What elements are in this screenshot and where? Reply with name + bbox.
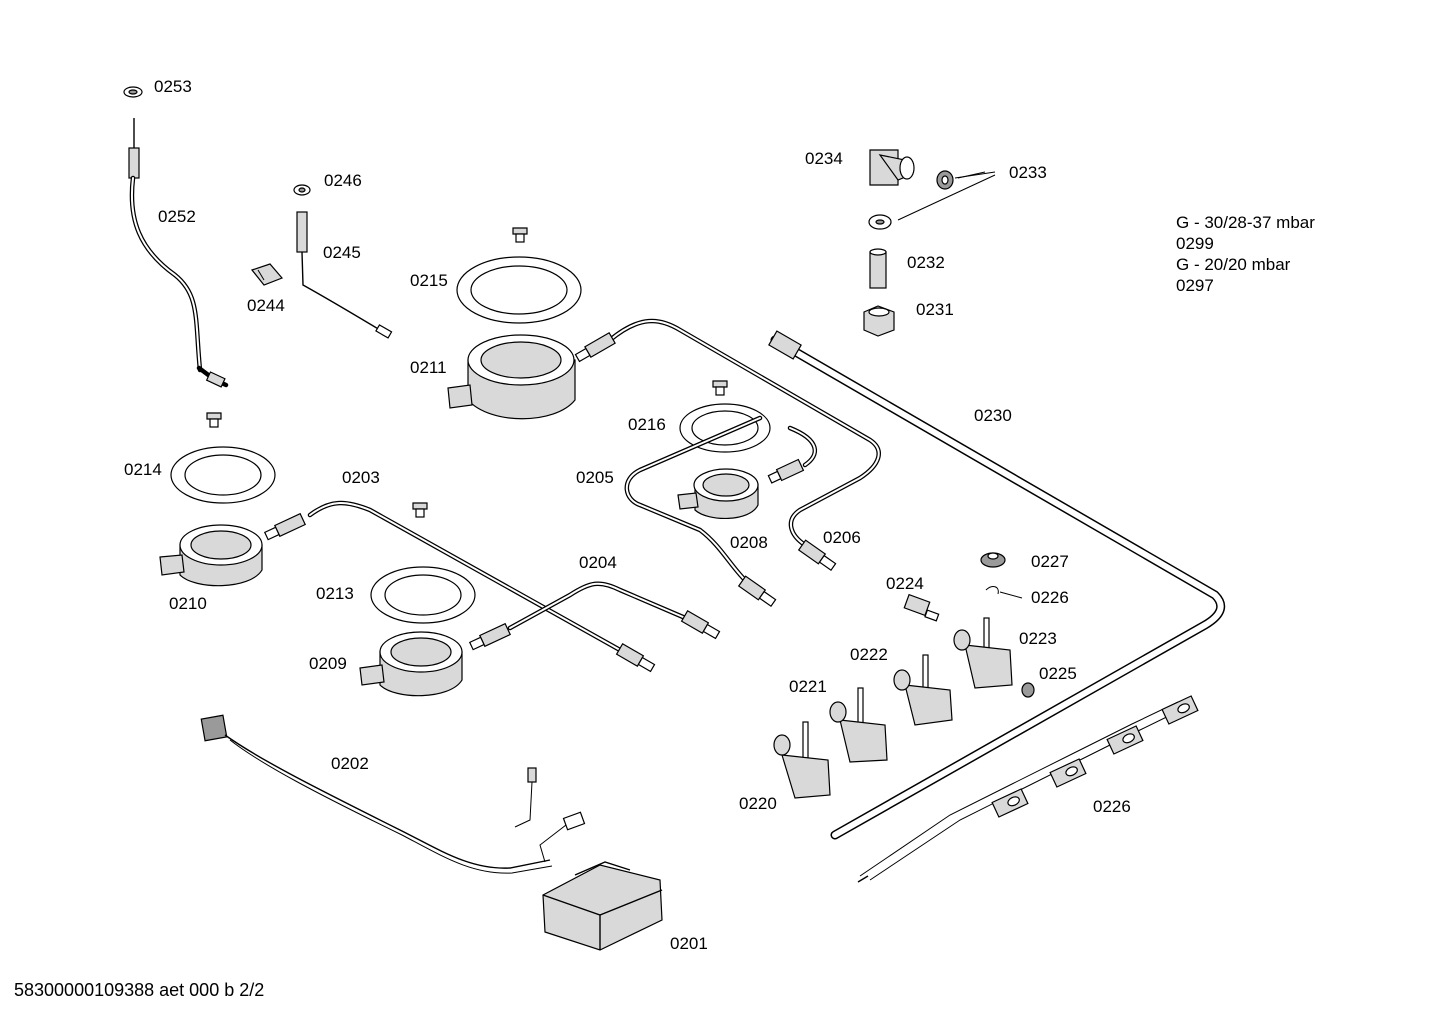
label-0227: 0227	[1031, 552, 1069, 571]
pipe-fittings	[263, 331, 837, 673]
label-0208: 0208	[730, 533, 768, 552]
part-0211-burner-cup	[447, 334, 576, 420]
label-0209: 0209	[309, 654, 347, 673]
part-0227-cap	[980, 552, 1006, 568]
label-0253: 0253	[154, 77, 192, 96]
part-0245-electrode	[296, 211, 393, 339]
part-0202-wiring	[200, 714, 586, 874]
label-0244: 0244	[247, 296, 285, 315]
part-0220-valve	[773, 721, 831, 799]
label-0204: 0204	[579, 553, 617, 572]
leader-lines	[957, 171, 986, 179]
label-0214: 0214	[124, 460, 162, 479]
label-0225: 0225	[1039, 664, 1077, 683]
part-0252-thermocouple	[128, 118, 229, 388]
label-0221: 0221	[789, 677, 827, 696]
gas-note-2-code: 0297	[1176, 276, 1214, 295]
label-0215: 0215	[410, 271, 448, 290]
part-0253-washer	[123, 86, 143, 98]
label-0216: 0216	[628, 415, 666, 434]
label-0222: 0222	[850, 645, 888, 664]
label-0226-clip: 0226	[1031, 588, 1069, 607]
part-0215-gasket	[456, 256, 582, 324]
part-0232-nipple	[869, 248, 887, 289]
part-0214-gasket	[170, 446, 276, 504]
label-0213: 0213	[316, 584, 354, 603]
label-0220: 0220	[739, 794, 777, 813]
label-0206: 0206	[823, 528, 861, 547]
part-0222-valve	[893, 654, 953, 726]
part-0221-valve	[829, 687, 888, 763]
part-0226-clip	[985, 586, 1023, 599]
label-0201: 0201	[670, 934, 708, 953]
gas-note-1-code: 0299	[1176, 234, 1214, 253]
label-0203: 0203	[342, 468, 380, 487]
label-0246: 0246	[324, 171, 362, 190]
part-0231-nut	[863, 305, 895, 337]
label-0232: 0232	[907, 253, 945, 272]
part-0204-gas-pipe	[507, 581, 693, 631]
part-0246-washer	[293, 184, 311, 196]
label-0252: 0252	[158, 207, 196, 226]
part-0216-gasket	[679, 403, 771, 453]
part-0205-gas-pipe	[607, 318, 881, 583]
label-0205: 0205	[576, 468, 614, 487]
label-0224: 0224	[886, 574, 924, 593]
part-0234-elbow	[869, 149, 915, 186]
part-0230-main-gas-pipe	[768, 330, 1226, 840]
part-0225-nut	[1021, 682, 1035, 698]
part-0223-valve	[953, 617, 1013, 689]
part-0226-switch-harness	[857, 695, 1199, 883]
part-0224-pin	[903, 593, 940, 622]
document-footer: 58300000109388 aet 000 b 2/2	[14, 980, 265, 1000]
part-0203-gas-pipe	[307, 500, 623, 653]
label-0231: 0231	[916, 300, 954, 319]
label-0210: 0210	[169, 594, 207, 613]
label-0234: 0234	[805, 149, 843, 168]
part-0208-burner-cup	[677, 468, 759, 520]
label-0223: 0223	[1019, 629, 1057, 648]
part-0233-washers	[868, 170, 996, 230]
part-0213-gasket	[370, 566, 476, 624]
label-0226-harness: 0226	[1093, 797, 1131, 816]
part-0209-burner-cup	[359, 631, 463, 697]
part-0244-clip	[250, 263, 284, 286]
label-0202: 0202	[331, 754, 369, 773]
part-labels: 0253 0252 0246 0245 0244 0215 0211 0214 …	[124, 77, 1131, 953]
part-0201-ignition-module	[542, 861, 663, 951]
label-0230: 0230	[974, 406, 1012, 425]
label-0233: 0233	[1009, 163, 1047, 182]
label-0211: 0211	[410, 358, 447, 377]
gas-note-1-spec: G - 30/28-37 mbar	[1176, 213, 1315, 232]
label-0245: 0245	[323, 243, 361, 262]
screws	[206, 227, 728, 518]
part-0210-burner-cup	[159, 524, 263, 587]
gas-notes: G - 30/28-37 mbar 0299 G - 20/20 mbar 02…	[1176, 212, 1315, 296]
gas-note-2-spec: G - 20/20 mbar	[1176, 255, 1291, 274]
